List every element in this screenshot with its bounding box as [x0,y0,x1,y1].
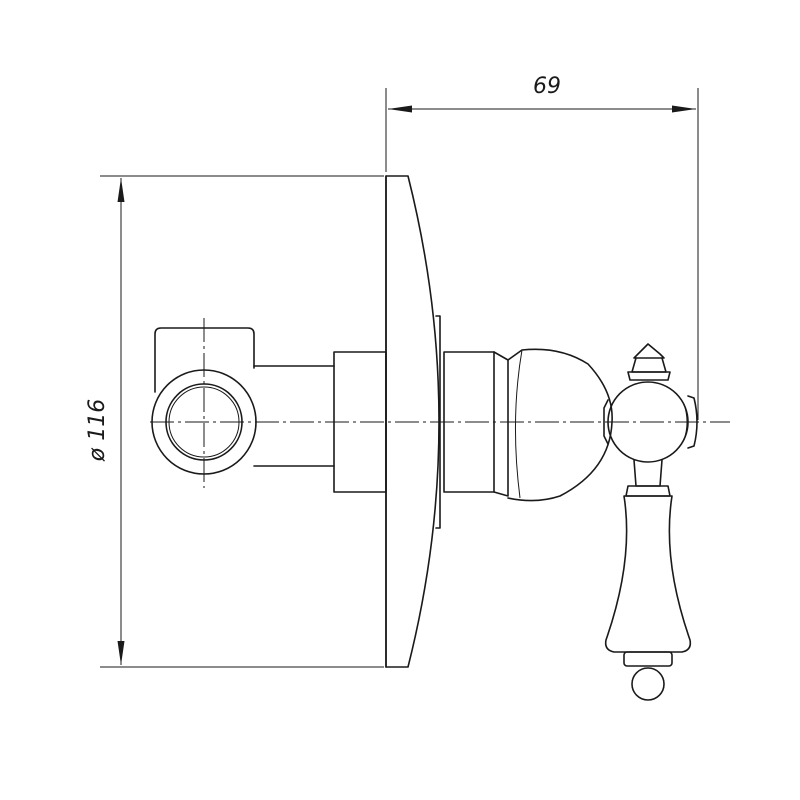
handle-stem-collar [625,485,671,497]
handle-hub-right-cap [687,395,698,449]
bonnet-shading-line [514,349,523,499]
spindle-collar [493,351,509,497]
connector-tube-lines [253,365,335,467]
depth-dimension-label: 69 [533,74,561,99]
depth-dimension: 69 [385,74,699,420]
rear-connection-body [151,327,387,493]
handle-stem [633,459,663,487]
diameter-dimension: ø 116 [85,175,384,668]
depth-arrow-left [388,105,412,113]
wall-plate-outline [385,175,440,668]
lever-handle [603,343,698,701]
inlet-housing-outline [154,327,255,393]
handle-finial-cap [633,343,665,359]
diameter-arrow-top [117,178,125,202]
spindle-sleeve [443,351,495,493]
handle-finial-neck [631,357,667,373]
wall-plate [385,175,441,668]
wall-plate-boss [435,315,441,529]
inlet-outer-circle [151,369,257,475]
diameter-arrow-bottom [117,641,125,665]
handle-hub-right-inner [683,403,688,441]
handle-hub-left-cap [603,399,609,445]
handle-tip-knob [631,667,665,701]
handle-hub [607,381,689,463]
handle-finial-collar [627,371,671,381]
depth-arrow-right [672,105,696,113]
spindle-assembly [443,348,613,502]
inlet-inner-circle [168,386,240,458]
handle-tip-collar [623,651,673,667]
inlet-middle-circle [165,383,243,461]
bonnet-dome [507,348,613,502]
diameter-dimension-label: ø 116 [85,399,110,462]
handle-lever-blade [604,495,692,653]
